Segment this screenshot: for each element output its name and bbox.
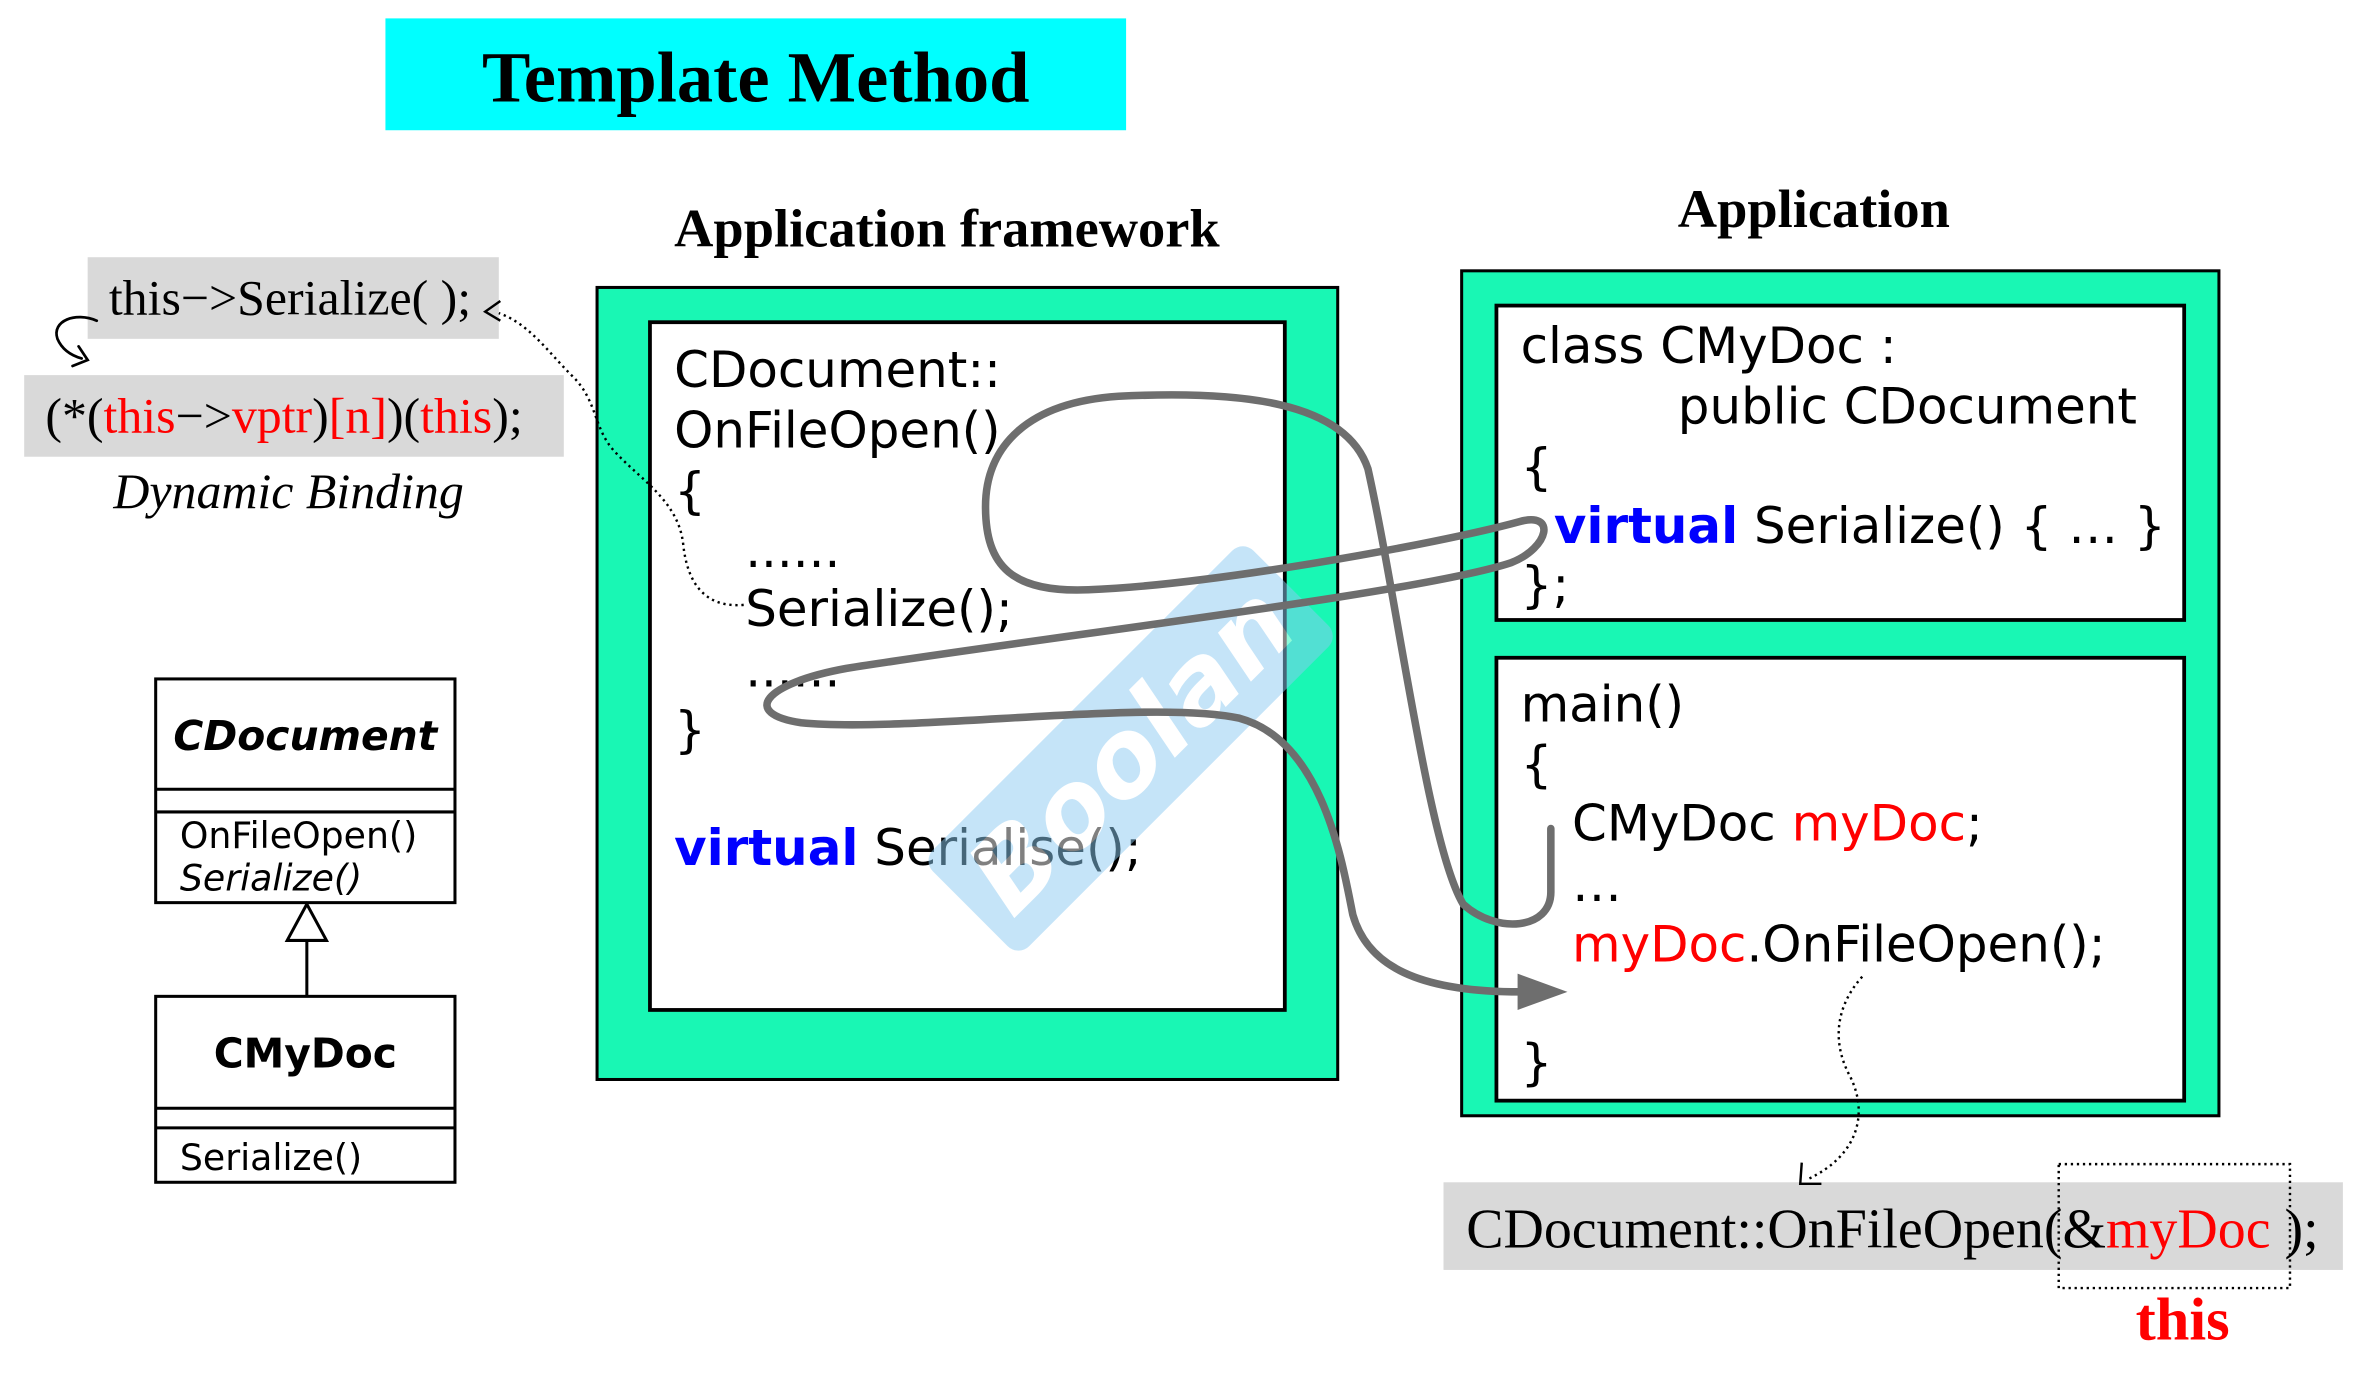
arrowhead-icon bbox=[1517, 973, 1568, 1010]
virtual-keyword: virtual bbox=[1554, 497, 1738, 555]
vtable-index: [n] bbox=[329, 389, 387, 444]
code-text: ); bbox=[2271, 1198, 2319, 1260]
framework-call-callout bbox=[1443, 1182, 2343, 1270]
virtual-keyword: virtual bbox=[674, 819, 858, 877]
code-text: ); bbox=[492, 389, 522, 444]
code-text: ; bbox=[1966, 795, 1983, 853]
vptr: vptr bbox=[232, 389, 313, 444]
code-line: CDocument:: bbox=[674, 341, 1001, 399]
control-flow-path bbox=[763, 391, 1555, 996]
this-pointer: this bbox=[420, 389, 492, 444]
dynamic-binding-note: this−>Serialize( ); (*(this−>vptr)[n])(t… bbox=[24, 257, 564, 519]
code-text: CDocument::OnFileOpen( bbox=[1466, 1198, 2062, 1260]
dotted-connector bbox=[498, 311, 744, 607]
code-text: .OnFileOpen(); bbox=[1746, 916, 2105, 974]
framework-panel: Application framework CDocument:: OnFile… bbox=[595, 199, 1340, 1081]
object-name: myDoc bbox=[1572, 916, 1746, 974]
code-line: main() bbox=[1521, 675, 1685, 733]
uml-derived-class-box bbox=[154, 994, 457, 1184]
code-line: { bbox=[674, 462, 706, 520]
slide-title: Template Method bbox=[482, 37, 1029, 118]
this-pointer: this bbox=[104, 389, 176, 444]
uml-base-class-name: CDocument bbox=[173, 712, 438, 760]
framework-call-note: CDocument::OnFileOpen(&myDoc ); this bbox=[1443, 1162, 2343, 1353]
this-annotation: this bbox=[2136, 1286, 2230, 1353]
class-code-box bbox=[1494, 303, 2187, 622]
code-line: OnFileOpen() bbox=[674, 402, 1000, 460]
code-text: Serialize() { … } bbox=[1738, 497, 2166, 555]
virtual-override-line: virtual Serialize() { … } bbox=[1554, 497, 2166, 555]
code-text: CMyDoc bbox=[1572, 795, 1792, 853]
uml-abstract-operation: Serialize() bbox=[180, 857, 362, 900]
object-name: myDoc bbox=[2106, 1198, 2271, 1260]
arrowhead-icon bbox=[1798, 1162, 1822, 1185]
object-name: myDoc bbox=[1792, 795, 1966, 853]
virtual-call-callout bbox=[87, 257, 499, 339]
uml-operation: OnFileOpen() bbox=[180, 814, 417, 857]
code-line: … bbox=[1572, 855, 1622, 913]
title-background bbox=[385, 18, 1127, 131]
code-text: (*( bbox=[45, 389, 103, 444]
curved-arrow-icon bbox=[55, 315, 99, 368]
declaration-line: CMyDoc myDoc; bbox=[1572, 795, 1983, 853]
control-flow-arrow bbox=[763, 391, 1568, 1010]
virtual-call-text: this−>Serialize( ); bbox=[109, 271, 471, 326]
watermark-band bbox=[928, 546, 1333, 951]
uml-derived-class-name: CMyDoc bbox=[214, 1029, 397, 1077]
serialize-reference-arrow bbox=[482, 300, 744, 607]
code-line: ...... bbox=[745, 521, 840, 579]
code-line: { bbox=[1521, 736, 1553, 794]
framework-call-text: CDocument::OnFileOpen(&myDoc ); bbox=[1466, 1198, 2318, 1260]
curved-arrow-head bbox=[71, 345, 90, 368]
dynamic-binding-caption: Dynamic Binding bbox=[112, 464, 463, 519]
uml-operation: Serialize() bbox=[180, 1136, 362, 1179]
vtable-call-text: (*(this−>vptr)[n])(this); bbox=[45, 389, 522, 444]
this-argument-highlight bbox=[2057, 1162, 2292, 1290]
method-call-line: myDoc.OnFileOpen(); bbox=[1572, 916, 2106, 974]
framework-heading: Application framework bbox=[674, 199, 1220, 259]
code-line: } bbox=[674, 701, 706, 759]
application-heading: Application bbox=[1678, 179, 1950, 239]
curved-arrow-shaft bbox=[55, 315, 99, 360]
main-code-box bbox=[1494, 655, 2187, 1103]
title-banner: Template Method bbox=[385, 18, 1127, 131]
code-line: public CDocument bbox=[1678, 377, 2137, 435]
code-line: class CMyDoc : bbox=[1521, 317, 1897, 375]
vtable-call-callout bbox=[24, 375, 564, 457]
code-text: )( bbox=[387, 389, 420, 444]
serialize-call-line: Serialize(); bbox=[745, 580, 1013, 638]
address-operator: & bbox=[2062, 1198, 2106, 1260]
application-panel: Application class CMyDoc : public CDocum… bbox=[1460, 179, 2221, 1118]
code-line: { bbox=[1521, 438, 1553, 496]
arrowhead-icon bbox=[482, 300, 502, 322]
code-text: −> bbox=[176, 389, 232, 444]
uml-diagram: CDocument OnFileOpen() Serialize() CMyDo… bbox=[154, 677, 457, 1184]
code-text: ) bbox=[312, 389, 329, 444]
code-line: } bbox=[1521, 1033, 1553, 1091]
onfileopen-reference-arrow bbox=[1798, 975, 1864, 1185]
code-line: }; bbox=[1521, 556, 1570, 614]
